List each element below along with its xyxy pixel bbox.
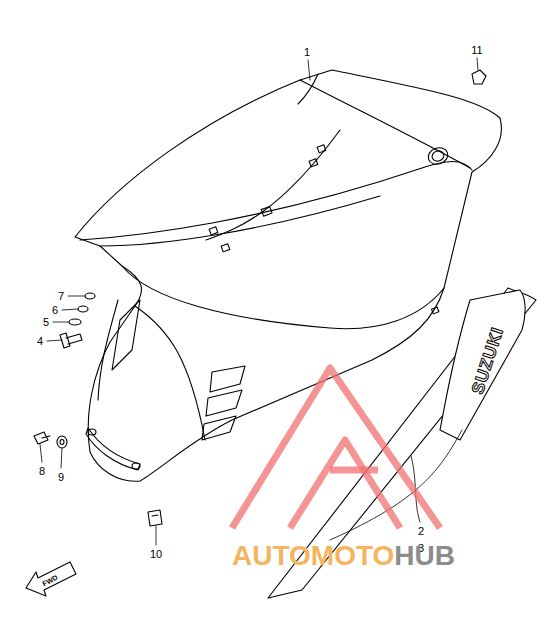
callout-number: 5: [43, 317, 49, 328]
light-hole: [431, 149, 446, 163]
callout-number: 9: [58, 472, 64, 483]
tab: [431, 307, 438, 314]
leader-line: [40, 58, 478, 545]
clip: [148, 510, 162, 526]
washer: [69, 319, 81, 325]
callout-number: 4: [37, 336, 43, 347]
clip: [209, 227, 218, 235]
washer: [60, 440, 64, 445]
hole: [132, 463, 140, 469]
watermark-text: HUB: [394, 542, 455, 570]
callout-number: 1: [304, 47, 310, 58]
washer: [57, 436, 67, 448]
watermark-logo: [232, 368, 440, 528]
callout-number: 8: [39, 466, 45, 477]
screw: [34, 432, 50, 444]
vent: [112, 300, 140, 370]
inner-rim: [298, 74, 318, 104]
clip: [317, 145, 326, 153]
callout-number: 7: [58, 291, 64, 302]
tail-panel: [98, 300, 205, 440]
bolt: [60, 333, 82, 348]
nut: [472, 70, 486, 84]
vent: [202, 416, 236, 440]
callout-number: 6: [52, 305, 58, 316]
watermark-text: AUTOMOTO: [232, 542, 394, 570]
seat-edge: [100, 196, 380, 246]
callout-number: 11: [471, 45, 482, 56]
collar: [78, 306, 88, 312]
grommet: [85, 293, 95, 299]
callout-number: 10: [150, 549, 162, 560]
hole: [88, 429, 96, 435]
callout-number: 2: [418, 526, 424, 537]
decal-emblem: [440, 290, 525, 440]
vent: [206, 390, 242, 416]
wire: [206, 130, 340, 240]
tail-panel: [122, 266, 444, 329]
tail-light-slot: [86, 428, 140, 470]
vent: [210, 366, 245, 392]
seat-edge: [300, 80, 470, 168]
light-hole: [426, 145, 450, 167]
clip: [221, 244, 230, 252]
fwd-arrow: [26, 562, 76, 596]
